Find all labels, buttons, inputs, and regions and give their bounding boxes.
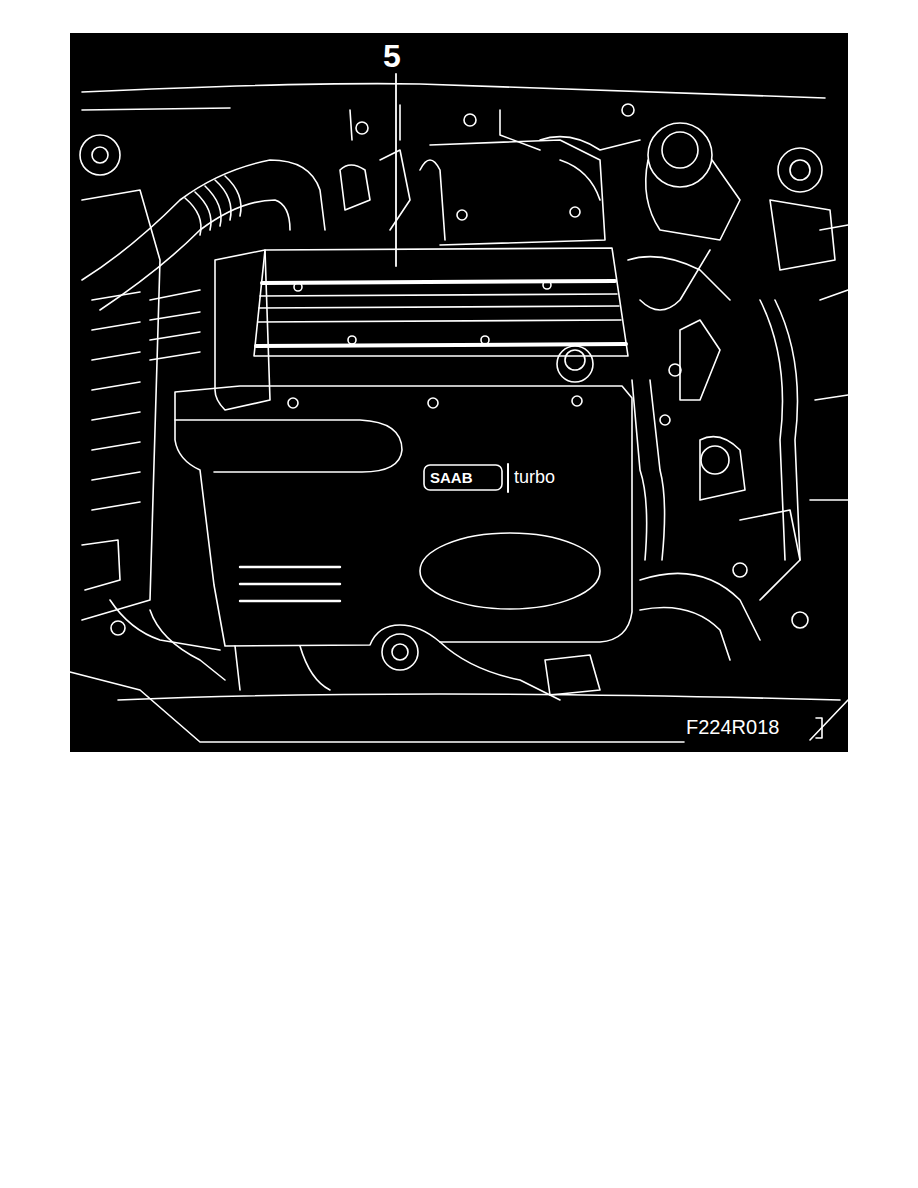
logo-text: SAAB (430, 470, 473, 485)
callout-number: 5 (383, 40, 401, 72)
logo-text: turbo (514, 468, 555, 486)
picture-ground (70, 33, 848, 752)
figure-number: F224R018 (686, 717, 779, 737)
